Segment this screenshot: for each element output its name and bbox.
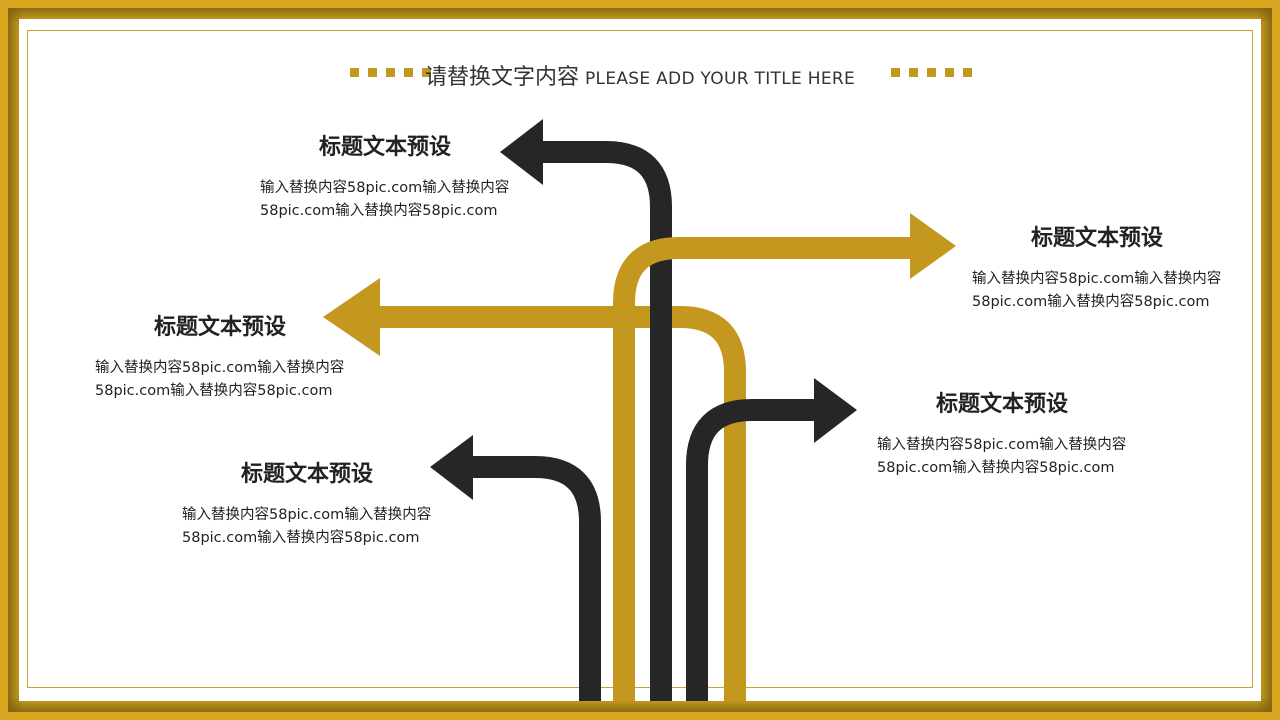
block-body: 输入替换内容58pic.com输入替换内容58pic.com输入替换内容58pi… (182, 507, 432, 546)
block-heading: 标题文本预设 (1030, 226, 1163, 251)
block-heading: 标题文本预设 (240, 462, 373, 487)
arrowhead-gold-right (910, 213, 956, 279)
block-heading: 标题文本预设 (153, 315, 286, 340)
title-en: PLEASE ADD YOUR TITLE HERE (585, 69, 856, 89)
block-body: 输入替换内容58pic.com输入替换内容58pic.com输入替换内容58pi… (260, 180, 510, 219)
text-block-2: 标题文本预设 输入替换内容58pic.com输入替换内容58pic.com输入替… (972, 220, 1222, 314)
inner-frame (27, 30, 1253, 688)
block-heading: 标题文本预设 (935, 392, 1068, 417)
slide: 请替换文字内容 PLEASE ADD YOUR TITLE HERE 标题文本预设… (19, 19, 1261, 701)
arrow-black-bottom-left (470, 456, 601, 701)
arrow-gold-right (613, 237, 915, 701)
arrow-gold-left (375, 306, 746, 701)
text-block-4: 标题文本预设 输入替换内容58pic.com输入替换内容58pic.com输入替… (877, 386, 1127, 480)
block-body: 输入替换内容58pic.com输入替换内容58pic.com输入替换内容58pi… (877, 437, 1127, 476)
arrowhead-gold-left (323, 278, 380, 356)
title-cn: 请替换文字内容 (424, 65, 579, 90)
arrowhead-black-top-left (500, 119, 543, 185)
block-body: 输入替换内容58pic.com输入替换内容58pic.com输入替换内容58pi… (95, 360, 345, 399)
text-block-3: 标题文本预设 输入替换内容58pic.com输入替换内容58pic.com输入替… (95, 309, 345, 403)
arrowhead-black-bottom-left (430, 435, 473, 500)
slide-title: 请替换文字内容 PLEASE ADD YOUR TITLE HERE (19, 59, 1261, 91)
text-block-1: 标题文本预设 输入替换内容58pic.com输入替换内容58pic.com输入替… (260, 129, 510, 223)
block-body: 输入替换内容58pic.com输入替换内容58pic.com输入替换内容58pi… (972, 271, 1222, 310)
arrow-black-top-left (540, 141, 672, 701)
title-dots-right (891, 68, 972, 77)
block-heading: 标题文本预设 (318, 135, 451, 160)
arrow-black-right (686, 399, 820, 701)
text-block-5: 标题文本预设 输入替换内容58pic.com输入替换内容58pic.com输入替… (182, 456, 432, 550)
title-dots-left (350, 68, 431, 77)
arrowhead-black-right (814, 378, 857, 443)
arrows-diagram (323, 119, 956, 701)
